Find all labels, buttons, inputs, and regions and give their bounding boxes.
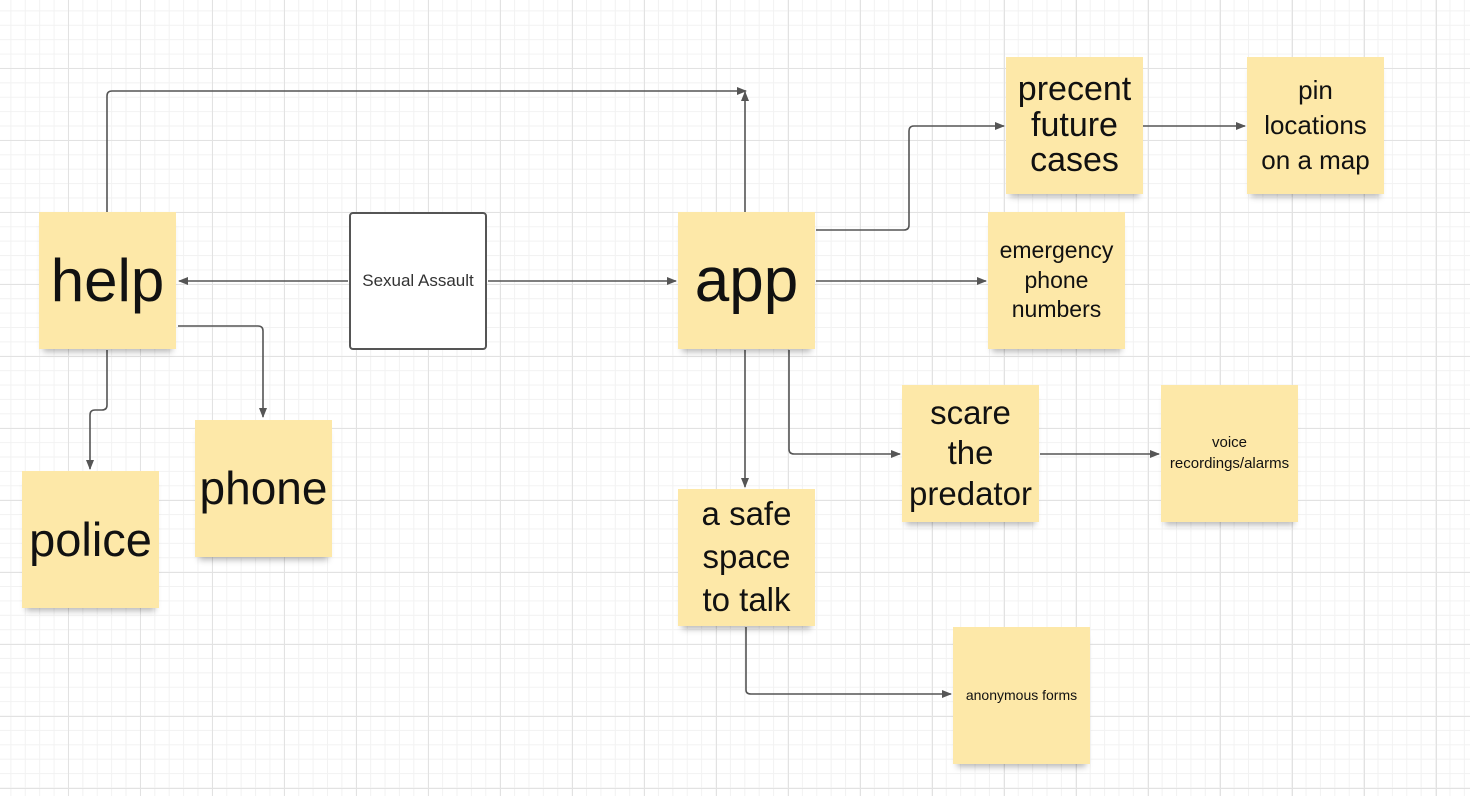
safe-space-label: a safe space to talk bbox=[701, 495, 792, 618]
sexual-assault-label: Sexual Assault bbox=[362, 271, 474, 290]
sexual-assault-node[interactable]: Sexual Assault bbox=[349, 212, 487, 350]
police-note[interactable]: police bbox=[22, 471, 159, 608]
prevent-future-cases-note[interactable]: precent future cases bbox=[1006, 57, 1143, 194]
pin-locations-label: pin locations on a map bbox=[1261, 74, 1370, 176]
phone-note[interactable]: phone bbox=[195, 420, 332, 557]
pin-locations-note[interactable]: pin locations on a map bbox=[1247, 57, 1384, 194]
app-label: app bbox=[694, 245, 799, 315]
help-label: help bbox=[50, 247, 165, 314]
voice-recordings-label: voice recordings/alarms bbox=[1169, 434, 1290, 472]
police-label: police bbox=[29, 512, 152, 566]
emergency-phone-numbers-note[interactable]: emergency phone numbers bbox=[988, 212, 1125, 349]
scare-the-predator-note[interactable]: scare the predator bbox=[902, 385, 1039, 522]
arrow-app-to-scare bbox=[788, 350, 901, 458]
anonymous-forms-note[interactable]: anonymous forms bbox=[953, 627, 1090, 764]
app-note[interactable]: app bbox=[678, 212, 815, 349]
scare-the-predator-label: scare the predator bbox=[909, 394, 1032, 512]
arrow-help-to-app-top bbox=[106, 87, 747, 212]
prevent-future-cases-label: precent future cases bbox=[1017, 69, 1132, 180]
safe-space-note[interactable]: a safe space to talk bbox=[678, 489, 815, 626]
help-note[interactable]: help bbox=[39, 212, 176, 349]
arrow-help-to-police bbox=[86, 350, 108, 470]
phone-label: phone bbox=[199, 462, 328, 515]
arrow-safe-space-to-anonymous bbox=[745, 627, 952, 698]
arrow-help-to-phone bbox=[178, 325, 267, 418]
voice-recordings-note[interactable]: voice recordings/alarms bbox=[1161, 385, 1298, 522]
anonymous-forms-label: anonymous forms bbox=[965, 687, 1078, 704]
emergency-phone-numbers-label: emergency phone numbers bbox=[999, 236, 1114, 323]
arrow-app-to-prevent bbox=[816, 122, 1005, 231]
